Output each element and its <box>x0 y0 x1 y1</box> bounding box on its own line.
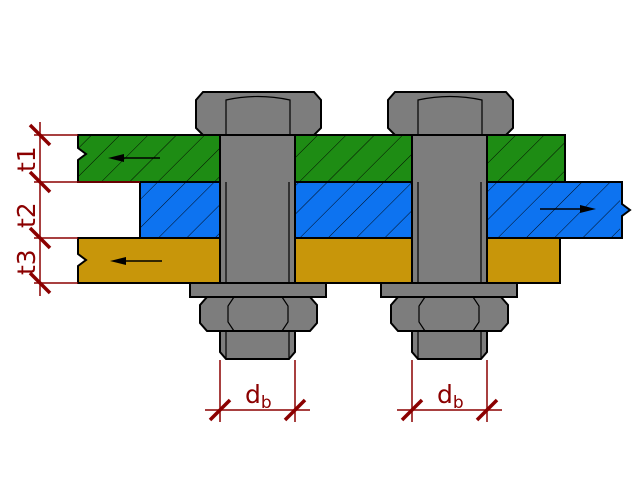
db-label-right: db <box>437 380 464 413</box>
bolt-diameter-dimension-left: db <box>205 360 310 422</box>
bolt-diameter-dimension-right: db <box>397 360 502 422</box>
middle-plate <box>139 181 632 239</box>
bolt-left-thread-end <box>219 330 296 360</box>
top-plate-force-arrow <box>108 154 160 162</box>
bolt-right-head <box>387 91 514 136</box>
bolt-left-nut <box>199 296 318 332</box>
bolt-left-head <box>195 91 322 136</box>
t2-label: t2 <box>12 202 41 228</box>
bolt-right-thread-end <box>411 330 488 360</box>
bolt-left-shank <box>219 134 296 284</box>
bolt-right-shank <box>411 134 488 284</box>
bolt-right-nut <box>390 296 509 332</box>
bolt-right-washer <box>380 282 518 298</box>
bottom-plate-force-arrow <box>110 257 162 265</box>
bolt-left-washer <box>189 282 327 298</box>
db-label-left: db <box>245 380 272 413</box>
top-plate <box>77 134 566 183</box>
t1-label: t1 <box>12 146 41 172</box>
middle-plate-force-arrow <box>540 205 596 213</box>
thickness-dimensions: t1 t2 t3 <box>12 122 140 296</box>
bolt-left <box>189 91 327 360</box>
bolt-right <box>380 91 518 360</box>
t3-label: t3 <box>12 249 41 275</box>
